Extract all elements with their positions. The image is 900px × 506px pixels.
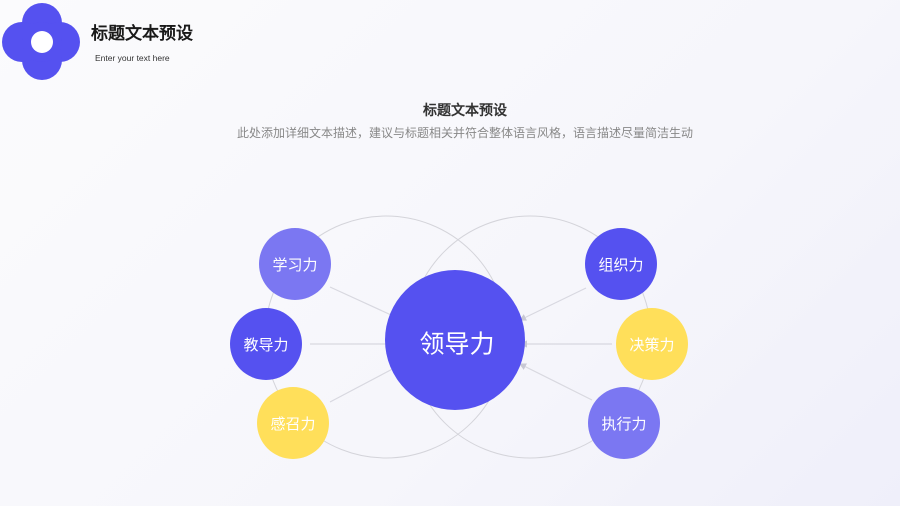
- arrow-执行力: [518, 363, 593, 401]
- arrow-组织力: [518, 287, 587, 321]
- node-label: 决策力: [629, 336, 674, 354]
- node-label: 学习力: [272, 256, 317, 274]
- node-organization: 组织力: [585, 228, 657, 300]
- section-title: 标题文本预设: [423, 103, 507, 119]
- header-subtitle: Enter your text here: [95, 53, 170, 63]
- center-node: 领导力: [385, 270, 525, 410]
- node-label: 感召力: [270, 415, 315, 433]
- node-learning: 学习力: [259, 228, 331, 300]
- node-decision: 决策力: [616, 308, 688, 380]
- node-inspiration: 感召力: [257, 387, 329, 459]
- flower-logo-icon: [2, 3, 80, 80]
- node-label: 执行力: [601, 415, 646, 433]
- section-description: 此处添加详细文本描述，建议与标题相关并符合整体语言风格，语言描述尽量简洁生动: [236, 126, 693, 140]
- arrow-感召力: [329, 363, 404, 403]
- header-title: 标题文本预设: [91, 24, 193, 44]
- node-label: 组织力: [598, 256, 643, 274]
- center-label: 领导力: [419, 330, 494, 359]
- node-label: 教导力: [243, 336, 288, 354]
- node-execution: 执行力: [588, 387, 660, 459]
- node-teaching: 教导力: [230, 308, 302, 380]
